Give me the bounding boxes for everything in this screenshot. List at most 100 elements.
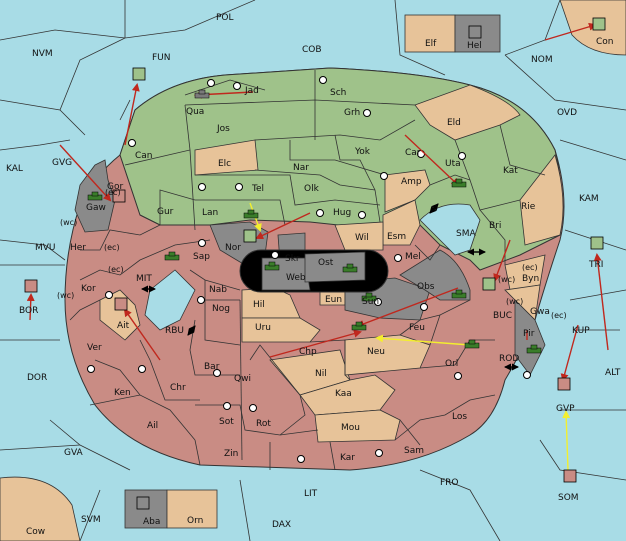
region-label: Qwi <box>234 374 251 384</box>
sea-label: BOR <box>19 306 38 316</box>
region-label: Bar <box>204 362 220 372</box>
region-label: Her <box>70 243 86 253</box>
region-label: Wil <box>355 233 369 243</box>
region-label: Grh <box>344 108 360 118</box>
fleet-icon[interactable] <box>243 229 257 243</box>
fleet-icon[interactable] <box>482 277 496 291</box>
fleet-icon[interactable] <box>592 17 606 31</box>
region-label: Neu <box>367 347 385 357</box>
region-label: Gor <box>107 182 123 192</box>
region-label: Elc <box>218 159 231 169</box>
region-label: Orl <box>445 359 458 369</box>
sea-label: KAM <box>579 194 599 204</box>
army-tank-icon[interactable] <box>164 251 180 261</box>
army-tank-icon[interactable] <box>243 209 259 219</box>
region-label: Ost <box>318 258 334 268</box>
coast-label: (wc) <box>506 297 523 306</box>
army-tank-icon[interactable] <box>361 292 377 302</box>
region-orn[interactable] <box>166 489 218 529</box>
sea-label: FUN <box>152 53 171 63</box>
fleet-icon[interactable] <box>24 279 38 293</box>
region-label: Rie <box>521 202 536 212</box>
sea-label: KAL <box>6 164 23 174</box>
region-label: Chr <box>170 383 186 393</box>
army-tank-icon[interactable] <box>351 321 367 331</box>
tan-areas <box>99 84 564 443</box>
sea-label: SOM <box>558 493 579 503</box>
region-label: Sch <box>330 88 346 98</box>
region-amp[interactable] <box>384 169 431 213</box>
region-label: Nil <box>315 369 327 379</box>
sea-label: GVP <box>556 404 575 414</box>
region-label: Ken <box>114 388 131 398</box>
army-tank-icon[interactable] <box>451 289 467 299</box>
inner-sea-rbu <box>144 269 196 331</box>
coast-label: (ec) <box>105 188 121 197</box>
sea-label: Con <box>596 37 614 47</box>
region-cow[interactable] <box>0 476 81 541</box>
region-mou[interactable] <box>314 409 401 443</box>
region-label: Jad <box>244 86 259 96</box>
region-label: Sam <box>404 446 424 456</box>
sea-label: POL <box>216 13 234 23</box>
region-label: Gaw <box>86 203 106 213</box>
army-tank-icon[interactable] <box>451 178 467 188</box>
region-label: Tel <box>251 184 264 194</box>
fleet-icon[interactable] <box>136 496 150 510</box>
fleet-icon[interactable] <box>132 67 146 81</box>
army-tank-icon[interactable] <box>342 263 358 273</box>
region-ait[interactable] <box>99 289 141 341</box>
region-rie[interactable] <box>519 154 564 246</box>
coast-label: (ec) <box>522 263 538 272</box>
region-label: Uta <box>445 159 461 169</box>
fleet-icon[interactable] <box>112 189 126 203</box>
sea-label: Cow <box>26 527 45 537</box>
fleet-icon[interactable] <box>468 25 482 39</box>
sea-label: DOR <box>27 373 47 383</box>
army-tank-icon[interactable] <box>464 339 480 349</box>
region-label: Feu <box>409 323 425 333</box>
region-label: Qua <box>186 107 204 117</box>
army-tank-icon[interactable] <box>87 191 103 201</box>
sea-label: OVD <box>557 108 577 118</box>
region-uru[interactable] <box>241 317 321 343</box>
sea-labels: POL NVM FUN COB NOM OVD KAL GVG KAM SMA … <box>6 13 621 537</box>
sea-label: SVM <box>81 515 101 525</box>
region-label: Jos <box>216 124 230 134</box>
region-eld[interactable] <box>414 84 521 141</box>
region-elf[interactable] <box>404 14 456 53</box>
sea-label: FRO <box>440 478 459 488</box>
region-label: Olk <box>304 184 320 194</box>
army-tank-icon[interactable] <box>526 344 542 354</box>
coast-label: (ec) <box>551 311 567 320</box>
fleet-icon[interactable] <box>557 377 571 391</box>
region-label: Nar <box>293 163 309 173</box>
army-units[interactable] <box>87 89 542 354</box>
fleet-icon[interactable] <box>590 236 604 250</box>
region-pir[interactable] <box>514 299 546 376</box>
supply-centers <box>87 76 531 463</box>
region-label: Elf <box>425 39 437 49</box>
region-label: Rot <box>256 419 271 429</box>
region-wil[interactable] <box>334 221 384 251</box>
region-label: Nor <box>225 243 241 253</box>
region-label: Web <box>286 273 306 283</box>
fleet-icon[interactable] <box>563 469 577 483</box>
region-ost-overlay[interactable] <box>304 251 366 283</box>
region-label: Bri <box>489 221 501 231</box>
region-label: Kat <box>503 166 518 176</box>
region-label: Mel <box>405 252 421 262</box>
army-tank-icon[interactable] <box>264 261 280 271</box>
region-label: Obs <box>417 282 435 292</box>
region-label: Pir <box>523 329 535 339</box>
region-label: Kor <box>81 284 96 294</box>
coast-labels: (wc) (ec) (ec) (wc) (ec) (wc) (wc) (ec) … <box>57 188 567 320</box>
fleet-icon[interactable] <box>114 297 128 311</box>
army-tank-icon[interactable] <box>194 89 210 99</box>
coast-label: (wc) <box>498 275 515 284</box>
fleet-units[interactable] <box>24 17 606 510</box>
region-label: Eld <box>447 118 461 128</box>
region-label: Gwa <box>530 307 550 317</box>
region-label: Amp <box>401 177 422 187</box>
